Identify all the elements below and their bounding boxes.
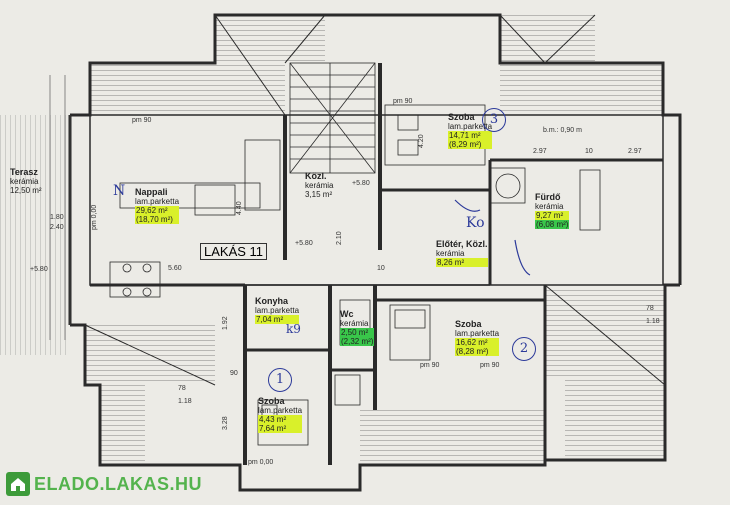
dim-label: pm 90 xyxy=(420,362,440,369)
room-szoba-2: Szoba lam.parketta 16,62 m² (8,28 m²) xyxy=(455,319,500,356)
room-area: 7,04 m² xyxy=(255,315,300,324)
dim-label: pm 0,00 xyxy=(248,459,274,466)
dim-label: pm 90 xyxy=(132,117,152,124)
room-area: 16,62 m² xyxy=(455,338,500,347)
roof-hatching xyxy=(0,15,665,465)
room-wc: Wc kerámia 2,50 m² (2,32 m²) xyxy=(340,309,375,346)
room-floor: kerámia xyxy=(535,202,564,211)
room-kozl: Közl. kerámia 3,15 m² xyxy=(305,171,334,200)
dim-label: 2.97 xyxy=(628,148,642,155)
dim-label: 2.40 xyxy=(50,224,64,231)
room-area: 4,43 m² xyxy=(258,415,303,424)
room-name: Terasz xyxy=(10,167,38,177)
room-area-2: 7,64 m² xyxy=(258,424,303,433)
room-name: Közl. xyxy=(305,171,327,181)
room-area: 9,27 m² xyxy=(535,211,570,220)
room-area: 3,15 m² xyxy=(305,190,333,199)
room-area-2: (8,28 m²) xyxy=(455,347,500,356)
watermark-text: ELADO.LAKAS.HU xyxy=(34,473,202,494)
elevation-label: +5.80 xyxy=(30,266,48,273)
room-floor: lam.parketta xyxy=(448,122,493,131)
watermark: ELADO.LAKAS.HU xyxy=(6,471,202,497)
dim-label: pm 0,00 xyxy=(91,204,98,230)
dim-label: 5.60 xyxy=(168,265,182,272)
dim-label: pm 90 xyxy=(393,98,413,105)
room-area: 14,71 m² xyxy=(448,131,493,140)
room-terasz: Terasz kerámia 12,50 m² xyxy=(10,167,42,196)
room-name: Szoba xyxy=(455,319,482,329)
annotation-letter: N xyxy=(113,183,126,199)
annotation-circle-1: 1 xyxy=(268,368,292,392)
dim-label: 1.18 xyxy=(178,398,192,405)
dim-label: 10 xyxy=(377,265,385,272)
dim-label: 78 xyxy=(646,305,654,312)
room-szoba-1: Szoba lam.parketta 4,43 m² 7,64 m² xyxy=(258,396,303,433)
dim-label: 10 xyxy=(585,148,593,155)
dim-label: 1.92 xyxy=(222,316,229,330)
room-furdo: Fürdő kerámia 9,27 m² (6,08 m²) xyxy=(535,192,570,229)
room-name: Szoba xyxy=(258,396,285,406)
dim-label: 2.10 xyxy=(336,231,343,245)
room-name: Fürdő xyxy=(535,192,561,202)
room-szoba-3: Szoba lam.parketta 14,71 m² (8,29 m²) xyxy=(448,112,493,149)
elevation-label: +5.80 xyxy=(352,180,370,187)
room-area-2: (8,29 m²) xyxy=(448,140,493,149)
dim-label: 90 xyxy=(230,370,238,377)
walls xyxy=(68,13,682,492)
dim-label: b.m.: 0,90 m xyxy=(543,127,582,134)
unit-title: LAKÁS 11 xyxy=(200,243,268,260)
annotation-circle-3: 3 xyxy=(482,108,506,132)
elevation-label: +5.80 xyxy=(295,240,313,247)
room-name: Wc xyxy=(340,309,354,319)
room-nappali: Nappali lam.parketta 29,62 m² (18,70 m²) xyxy=(135,187,180,224)
room-name: Előtér, Közl. xyxy=(436,239,488,249)
room-name: Szoba xyxy=(448,112,475,122)
dim-label: pm 90 xyxy=(480,362,500,369)
dim-label: 3.28 xyxy=(222,416,229,430)
dim-label: 2.97 xyxy=(533,148,547,155)
dim-label: 1.80 xyxy=(50,214,64,221)
room-floor: lam.parketta xyxy=(258,406,303,415)
annotation-ko: Ko xyxy=(466,215,485,231)
annotation-k9: k9 xyxy=(286,322,301,336)
room-area-2: (6,08 m²) xyxy=(535,220,570,229)
room-floor: lam.parketta xyxy=(455,329,500,338)
room-area: 29,62 m² xyxy=(135,206,180,215)
room-konyha: Konyha lam.parketta 7,04 m² xyxy=(255,296,300,324)
room-name: Nappali xyxy=(135,187,168,197)
house-icon xyxy=(6,472,30,496)
dim-label: 1.18 xyxy=(646,318,660,325)
room-floor: kerámia xyxy=(340,319,369,328)
staircase xyxy=(289,62,376,174)
dim-label: 78 xyxy=(178,385,186,392)
handwritten-marks xyxy=(454,199,531,276)
room-floor: lam.parketta xyxy=(135,197,180,206)
dim-label: 4.40 xyxy=(236,201,243,215)
room-floor: kerámia xyxy=(10,177,39,186)
room-name: Konyha xyxy=(255,296,289,306)
room-eloter: Előtér, Közl. kerámia 8,26 m² xyxy=(436,240,488,267)
terrace-deck xyxy=(49,75,71,340)
room-floor: kerámia xyxy=(305,181,334,190)
room-area: 8,26 m² xyxy=(436,258,488,267)
room-floor: kerámia xyxy=(436,249,465,258)
room-floor: lam.parketta xyxy=(255,306,300,315)
room-area-2: (2,32 m²) xyxy=(340,337,375,346)
annotation-circle-2: 2 xyxy=(512,337,536,361)
dim-label: 4.20 xyxy=(418,134,425,148)
room-area: 2,50 m² xyxy=(340,328,375,337)
room-area: 12,50 m² xyxy=(10,186,42,195)
room-area-2: (18,70 m²) xyxy=(135,215,180,224)
